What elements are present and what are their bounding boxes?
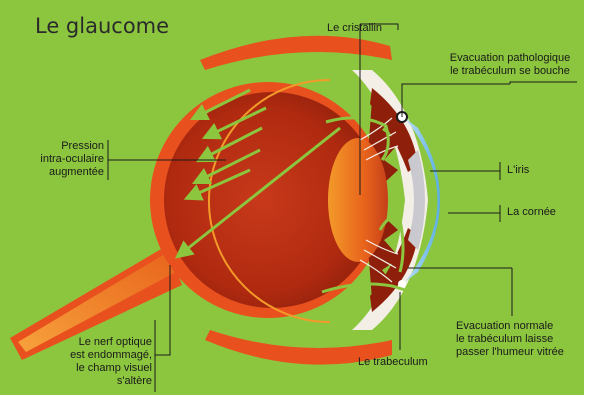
- label-nerf-optique: Le nerf optique est endommagé, le champ …: [40, 336, 152, 388]
- label-evac-norm-line2: le trabéculum laisse: [456, 333, 554, 345]
- label-nerf-line4: s'altère: [116, 375, 152, 387]
- label-evac-patho-line1: Evacuation pathologique: [449, 52, 571, 64]
- lens: [328, 138, 388, 262]
- label-pression-line3: augmentée: [48, 166, 104, 178]
- label-pression: Pression intra-oculaire augmentée: [8, 140, 104, 179]
- sclera-top-band: [200, 35, 392, 70]
- flow-arrow-icon: [174, 126, 341, 259]
- label-evac-norm-line3: passer l'humeur vitrée: [456, 346, 564, 358]
- label-cristallin: Le cristallin: [327, 22, 383, 34]
- label-pression-line1: Pression: [61, 140, 104, 152]
- eye-interior: [164, 92, 380, 308]
- pressure-arrow-icon: [196, 126, 263, 163]
- pressure-arrow-icon: [201, 106, 267, 140]
- sclera-bottom-band: [205, 330, 392, 365]
- label-nerf-line2: est endommagé,: [70, 349, 152, 361]
- label-trabeculum: Le trabeculum: [358, 356, 428, 368]
- iris-grey: [408, 150, 425, 250]
- label-evacuation-pathologique: Evacuation pathologique le trabéculum se…: [436, 52, 584, 78]
- label-pression-line2: intra-oculaire: [40, 153, 104, 165]
- label-iris: L'iris: [507, 164, 530, 176]
- label-evac-patho-line2: le trabéculum se bouche: [450, 65, 570, 77]
- pressure-arrow-icon: [183, 168, 251, 201]
- leader-lines: [107, 23, 577, 392]
- pressure-arrow-icon: [191, 148, 261, 185]
- label-nerf-line3: le champ visuel: [76, 362, 152, 374]
- zonule-fibres: [359, 117, 399, 283]
- pressure-arrows: [174, 88, 341, 259]
- aqueous-flow: [321, 116, 419, 296]
- trabecular-open-icon: [398, 280, 406, 288]
- cornea: [405, 118, 440, 282]
- label-evac-norm-line1: Evacuation normale: [456, 320, 554, 332]
- page-title: Le glaucome: [35, 14, 170, 38]
- label-cornee: La cornée: [507, 206, 556, 218]
- pressure-arrow-icon: [189, 88, 251, 121]
- retina-line: [208, 79, 331, 323]
- label-evacuation-normale: Evacuation normale le trabéculum laisse …: [456, 320, 564, 359]
- optic-nerve-core: [18, 252, 176, 352]
- label-nerf-line1: Le nerf optique: [78, 336, 152, 348]
